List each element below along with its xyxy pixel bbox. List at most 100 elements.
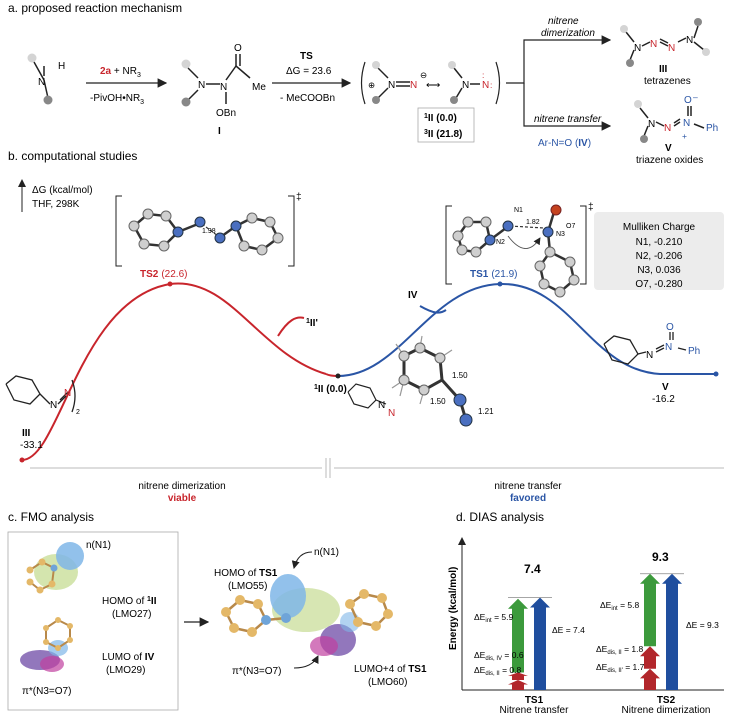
fmo-left-box bbox=[7, 531, 179, 711]
activation-energy: ΔG = 23.6 bbox=[286, 66, 332, 77]
substituent-dot bbox=[626, 59, 634, 67]
conditions-label: THF, 298K bbox=[32, 199, 80, 210]
amine-structure bbox=[33, 61, 49, 99]
ts1-ball-model bbox=[452, 204, 580, 298]
substituent-dot bbox=[450, 96, 458, 104]
charge-minus: – bbox=[693, 92, 698, 102]
ts-label: TS bbox=[300, 51, 313, 62]
ts1-int-label: ΔEint = 5.9 bbox=[474, 612, 513, 624]
right-brace bbox=[495, 61, 501, 105]
ts1-disIV-label: ΔEdis, IV = 0.6 bbox=[474, 650, 524, 662]
panel-c-title: c. FMO analysis bbox=[8, 510, 94, 524]
atom-N: N bbox=[646, 350, 653, 361]
substituent-dot bbox=[448, 61, 456, 69]
left-range-label: nitrene dimerization bbox=[138, 481, 225, 492]
right-verdict: favored bbox=[510, 493, 546, 504]
homo-ts1-lmo: (LMO55) bbox=[228, 581, 267, 592]
hydrazide-structure bbox=[187, 54, 251, 104]
atom-N: N bbox=[634, 43, 641, 54]
atom-N: N bbox=[50, 400, 57, 411]
III-subscript: 2 bbox=[76, 409, 80, 416]
dias-bars bbox=[508, 573, 684, 690]
atom-N: N bbox=[388, 80, 395, 91]
lumo-ts1-label: LUMO+4 of TS1 bbox=[354, 664, 427, 675]
n-N1-label: n(N1) bbox=[86, 540, 111, 551]
ph-label: Ph bbox=[706, 123, 718, 134]
ts1-dagger: ‡ bbox=[588, 202, 594, 213]
atom-N: N bbox=[64, 388, 71, 399]
atom-N: N bbox=[378, 400, 385, 411]
substituent-dot bbox=[640, 135, 648, 143]
ts1-name: TS1 bbox=[525, 695, 544, 706]
ts2-name: TS2 bbox=[657, 695, 676, 706]
ts2-distance: 1.98 bbox=[202, 228, 216, 235]
oxide-name: triazene oxides bbox=[636, 155, 703, 166]
homo-II-label: HOMO of 1II bbox=[102, 596, 157, 607]
lumo-IV-orbital bbox=[20, 617, 73, 672]
nitrene-resonance-b bbox=[453, 67, 480, 99]
oxide-number: V bbox=[665, 143, 672, 154]
atom-H: H bbox=[58, 61, 65, 72]
atom-N: N bbox=[668, 43, 675, 54]
III-label: III bbox=[22, 428, 31, 439]
atom-N: N bbox=[38, 77, 45, 88]
tetrazene-number: III bbox=[659, 64, 668, 75]
homo-ts1-label: HOMO of TS1 bbox=[214, 568, 278, 579]
dimerization-curve bbox=[21, 282, 327, 461]
ts2-ball-model bbox=[128, 208, 284, 256]
atom-N: N bbox=[664, 123, 671, 134]
charge-plus: + bbox=[682, 131, 687, 141]
atom-N: N bbox=[683, 118, 690, 129]
ts1-disII-label: ΔEdis, II = 0.8 bbox=[474, 665, 521, 677]
ts1-desc: Nitrene transfer bbox=[500, 705, 570, 714]
III-energy: -33.1 bbox=[20, 440, 43, 451]
lone-pair: : bbox=[482, 70, 484, 80]
transfer-curve bbox=[337, 282, 718, 377]
atom-N: N bbox=[462, 80, 469, 91]
lumo-ts1-lmo: (LMO60) bbox=[368, 677, 407, 688]
ts2-bracket bbox=[115, 195, 295, 267]
homo-II-lmo: (LMO27) bbox=[112, 609, 151, 620]
lone-pair: : bbox=[490, 80, 492, 90]
mulliken-title: Mulliken Charge bbox=[623, 222, 696, 233]
ts1-energy-label: TS1(21.9) bbox=[470, 269, 517, 280]
dimerization-label-2: dimerization bbox=[541, 28, 595, 39]
ts2-total-bar bbox=[662, 573, 682, 690]
ts2-disII2-label: ΔEdis, II' = 1.7 bbox=[596, 662, 645, 674]
substituent-dot bbox=[634, 100, 642, 108]
IV-curve bbox=[419, 305, 447, 314]
atom-N: N bbox=[648, 119, 655, 130]
atom-label-N2: N2 bbox=[496, 239, 505, 246]
atom-N: N bbox=[665, 342, 672, 353]
atom-O: O bbox=[666, 322, 674, 333]
charge-minus: ⊖ bbox=[420, 70, 427, 80]
substituent-dot bbox=[372, 61, 380, 69]
mulliken-row: N2, -0.206 bbox=[636, 251, 683, 262]
V-energy: -16.2 bbox=[652, 394, 675, 405]
ts1-total-bar bbox=[530, 597, 550, 690]
tetrazene-name: tetrazenes bbox=[644, 76, 691, 87]
atom-O: O bbox=[234, 43, 242, 54]
ts2-int-bar bbox=[640, 573, 660, 647]
atom-N: N bbox=[410, 80, 417, 91]
intermediate-I-label: I bbox=[218, 126, 221, 137]
atom-O: O bbox=[684, 95, 692, 106]
obn-label: OBn bbox=[216, 108, 236, 119]
V-label: V bbox=[662, 382, 669, 393]
resonance-arrow: ⟷ bbox=[426, 80, 440, 91]
IV-label: IV bbox=[408, 290, 418, 301]
triazene-oxide-structure bbox=[639, 106, 705, 137]
me-label: Me bbox=[252, 82, 266, 93]
left-verdict: viable bbox=[168, 493, 197, 504]
bond-length: 1.50 bbox=[452, 371, 468, 380]
lumo-IV-lmo: (LMO29) bbox=[106, 665, 145, 676]
singlet-label: 1II (0.0) bbox=[424, 113, 457, 124]
ts2-dagger: ‡ bbox=[296, 192, 302, 203]
reagent-label: 2a + NR3 bbox=[100, 66, 141, 79]
ts2-int-label: ΔEint = 5.8 bbox=[600, 600, 639, 612]
ts1-total: 7.4 bbox=[524, 562, 541, 576]
mulliken-box bbox=[594, 212, 724, 290]
ts2-energy-label: TS2(22.6) bbox=[140, 269, 187, 280]
ts1-orbital bbox=[221, 574, 393, 656]
ts2-E-label: ΔE = 9.3 bbox=[686, 620, 719, 630]
